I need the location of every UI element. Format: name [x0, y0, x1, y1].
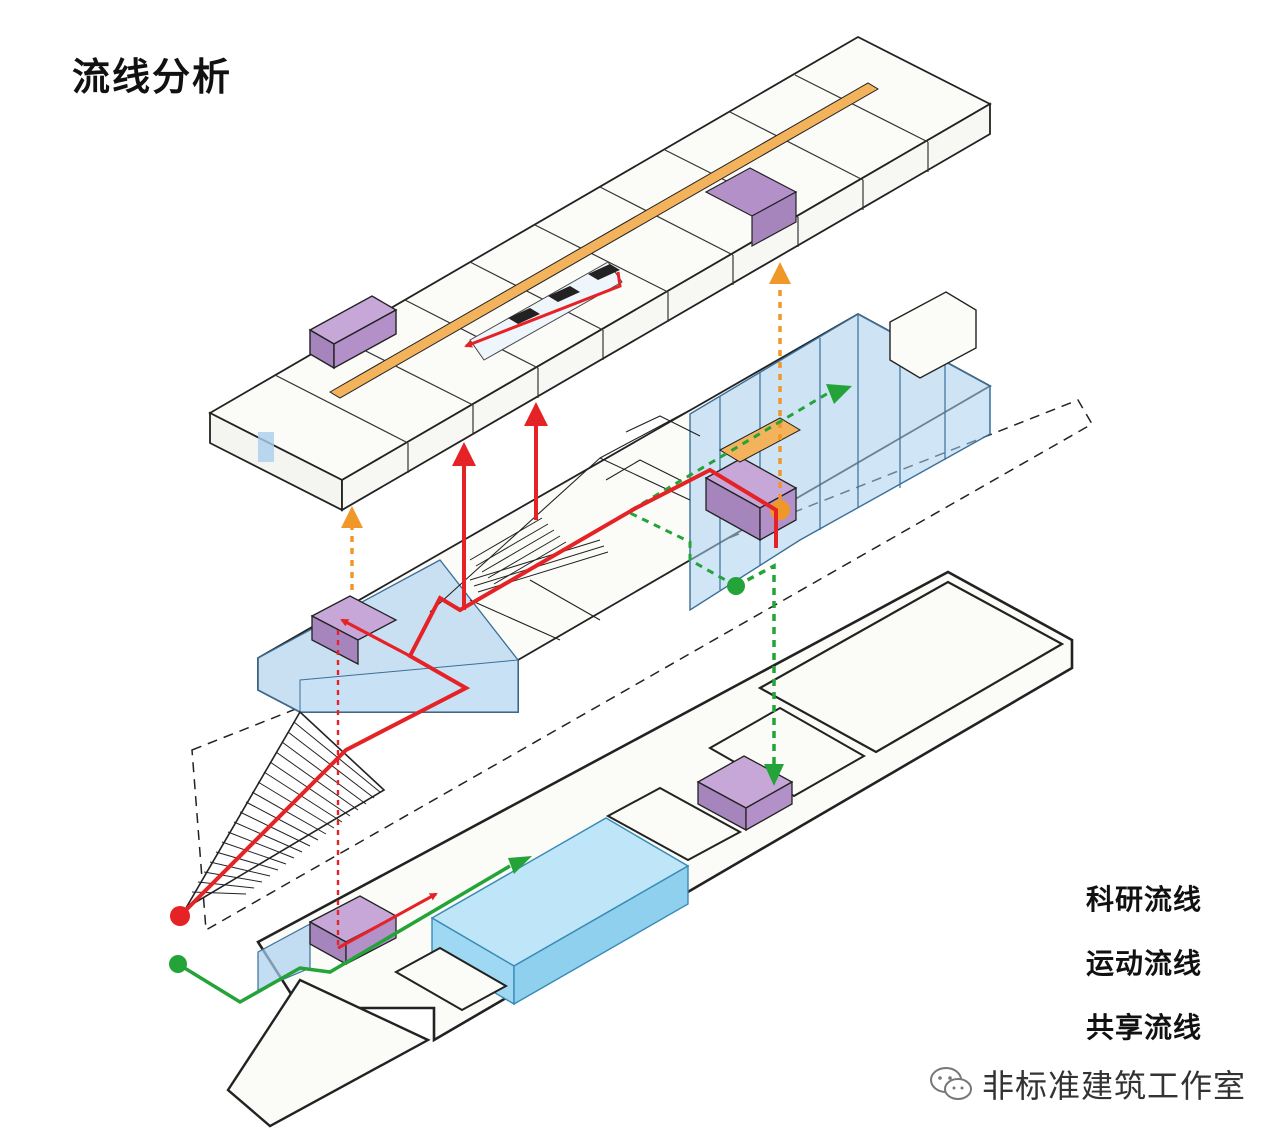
watermark: 非标准建筑工作室	[928, 1062, 1246, 1106]
legend-research-flow: 科研流线	[1086, 883, 1203, 916]
top-floor-skylight-strip	[329, 82, 879, 399]
ground-floor-block	[226, 570, 1074, 1128]
legend-shared-flow: 共享流线	[1086, 1011, 1203, 1044]
top-floor-atrium-void	[469, 261, 623, 361]
research-flow	[170, 271, 778, 950]
watermark-text: 非标准建筑工作室	[982, 1067, 1247, 1105]
diagram-title: 流线分析	[72, 55, 233, 99]
legend-sport-flow: 运动流线	[1086, 947, 1203, 980]
wechat-icon	[930, 1067, 972, 1100]
ground-entry-ramp	[226, 978, 431, 1128]
sport-flow	[169, 384, 852, 1005]
top-floor-block	[208, 35, 992, 512]
shared-flow	[341, 262, 791, 590]
